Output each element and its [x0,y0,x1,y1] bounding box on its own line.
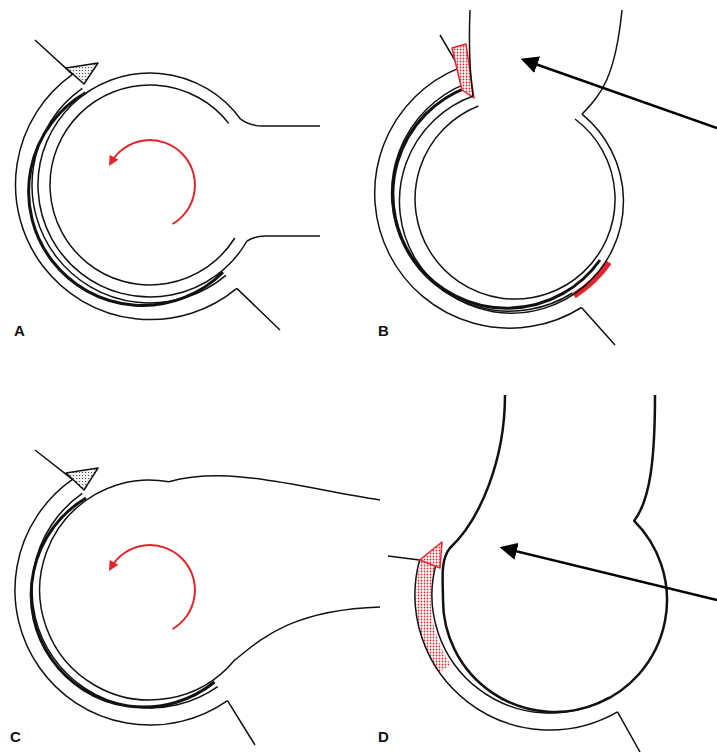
panel-b-drawing [375,10,717,345]
acetabular-rim [35,450,255,745]
rotation-arrow [111,545,195,629]
femoral-head-bone [415,106,615,299]
panel-a-drawing [15,40,320,330]
labrum-damage [420,542,442,568]
acetabulum-outer [15,479,228,725]
acetabulum-cartilage [392,84,573,312]
acetabular-rim [35,40,280,330]
panel-letter: B [378,322,389,340]
labrum [66,63,98,84]
femoral-neck [469,10,622,114]
joint-line [393,87,600,308]
labrum [66,468,98,490]
joint-line [31,498,214,707]
panel-c-drawing [15,450,380,745]
acetabulum-cartilage [432,564,609,713]
joint-line [29,93,223,306]
femoral-neck [241,119,320,241]
panel-letter: C [10,728,21,746]
acetabulum-outer [375,68,582,328]
rotation-arrow [111,140,195,224]
femoral-head-bone [50,85,235,285]
femoral-head [38,73,247,297]
cam-femoral-head [40,476,380,700]
leader-arrow [503,548,717,600]
leader-arrow [524,60,717,128]
cam-femoral-head [443,395,667,712]
panel-letter: A [14,322,25,340]
acetabular-rim [388,556,640,752]
panel-d-drawing [388,395,717,752]
femoral-head [399,96,623,313]
panel-letter: D [378,728,389,746]
